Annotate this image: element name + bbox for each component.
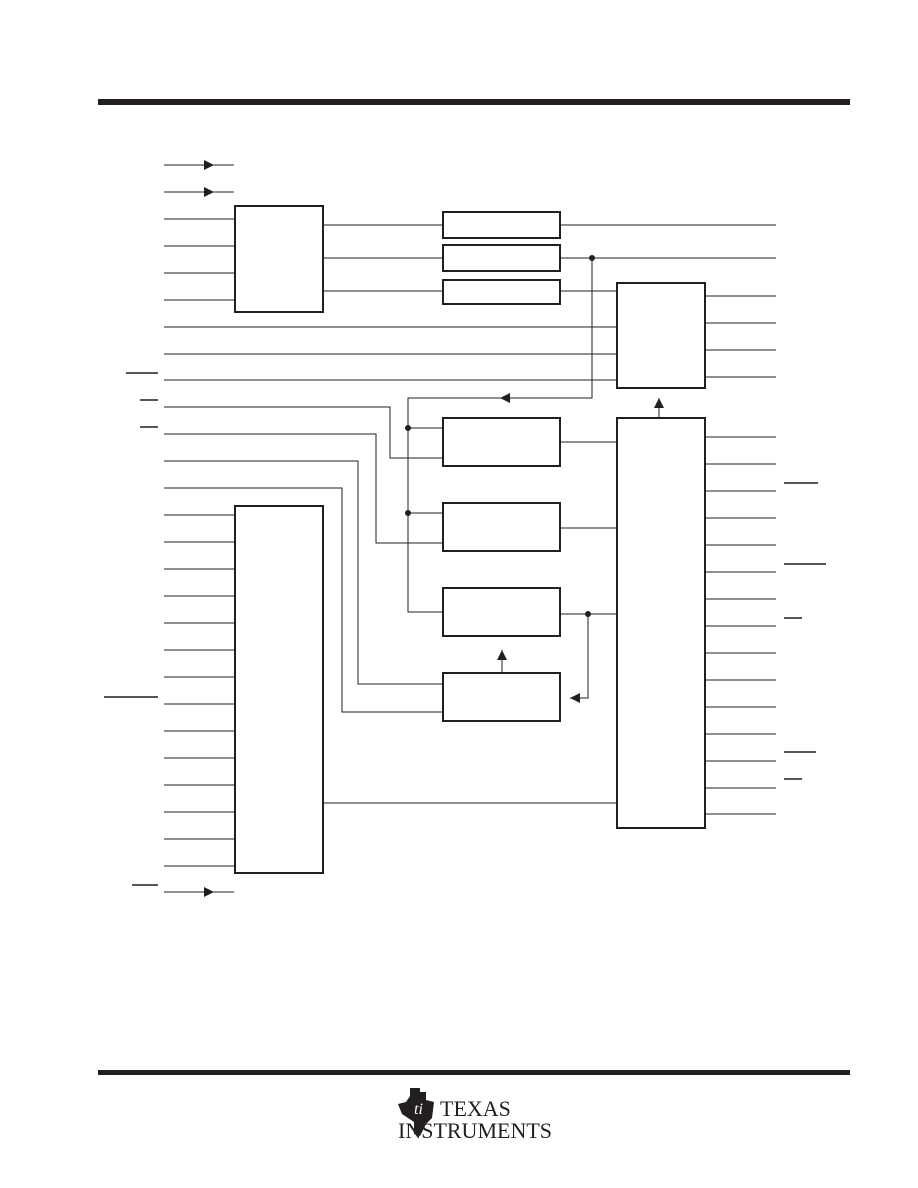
mid3-feedback: [570, 614, 589, 699]
block-mid-1: [442, 417, 561, 467]
arrow-right-icon: [204, 187, 214, 197]
block-right-bottom: [616, 417, 706, 829]
right-bottom-outputs: [705, 436, 776, 815]
junction-dot: [405, 425, 411, 431]
ti-bug-icon: [398, 1088, 434, 1136]
logo-line1: TEXAS: [440, 1096, 511, 1121]
junction-dot: [585, 611, 591, 617]
input-to-mid1: [164, 406, 443, 459]
junction-dot: [405, 510, 411, 516]
arrow-left-icon: [500, 393, 510, 403]
header-rule: [98, 99, 850, 105]
block-reg-2: [442, 244, 561, 272]
block-left-top: [234, 205, 324, 313]
feedback-line: [407, 258, 593, 613]
input-to-mid2: [164, 433, 443, 544]
right-top-outputs: [705, 295, 776, 378]
ti-bug-letters: ti: [414, 1101, 423, 1118]
arrow-up-icon: [497, 650, 507, 660]
block-mid-3: [442, 587, 561, 637]
block-right-top: [616, 282, 706, 389]
arrow-up-icon: [654, 398, 664, 408]
block-left-bottom: [234, 505, 324, 874]
left-bottom-inputs: [164, 514, 235, 867]
block-reg-1: [442, 211, 561, 239]
arrow-right-icon: [204, 160, 214, 170]
footer-rule: [98, 1070, 850, 1075]
ti-logo: ti TEXAS INSTRUMENTS: [398, 1088, 552, 1140]
block-reg-3: [442, 279, 561, 305]
junction-dot: [589, 255, 595, 261]
logo-line2: INSTRUMENTS: [398, 1118, 552, 1140]
input-to-mid4a: [164, 460, 443, 685]
block-mid-2: [442, 502, 561, 552]
arrow-left-icon: [570, 693, 580, 703]
block-mid-4: [442, 672, 561, 722]
input-to-mid4b: [164, 487, 443, 713]
control-inputs: [164, 326, 617, 381]
left-top-inputs: [164, 218, 235, 301]
decoder-outputs: [323, 224, 443, 292]
arrow-right-icon: [204, 887, 214, 897]
right-overbars: [784, 482, 826, 780]
